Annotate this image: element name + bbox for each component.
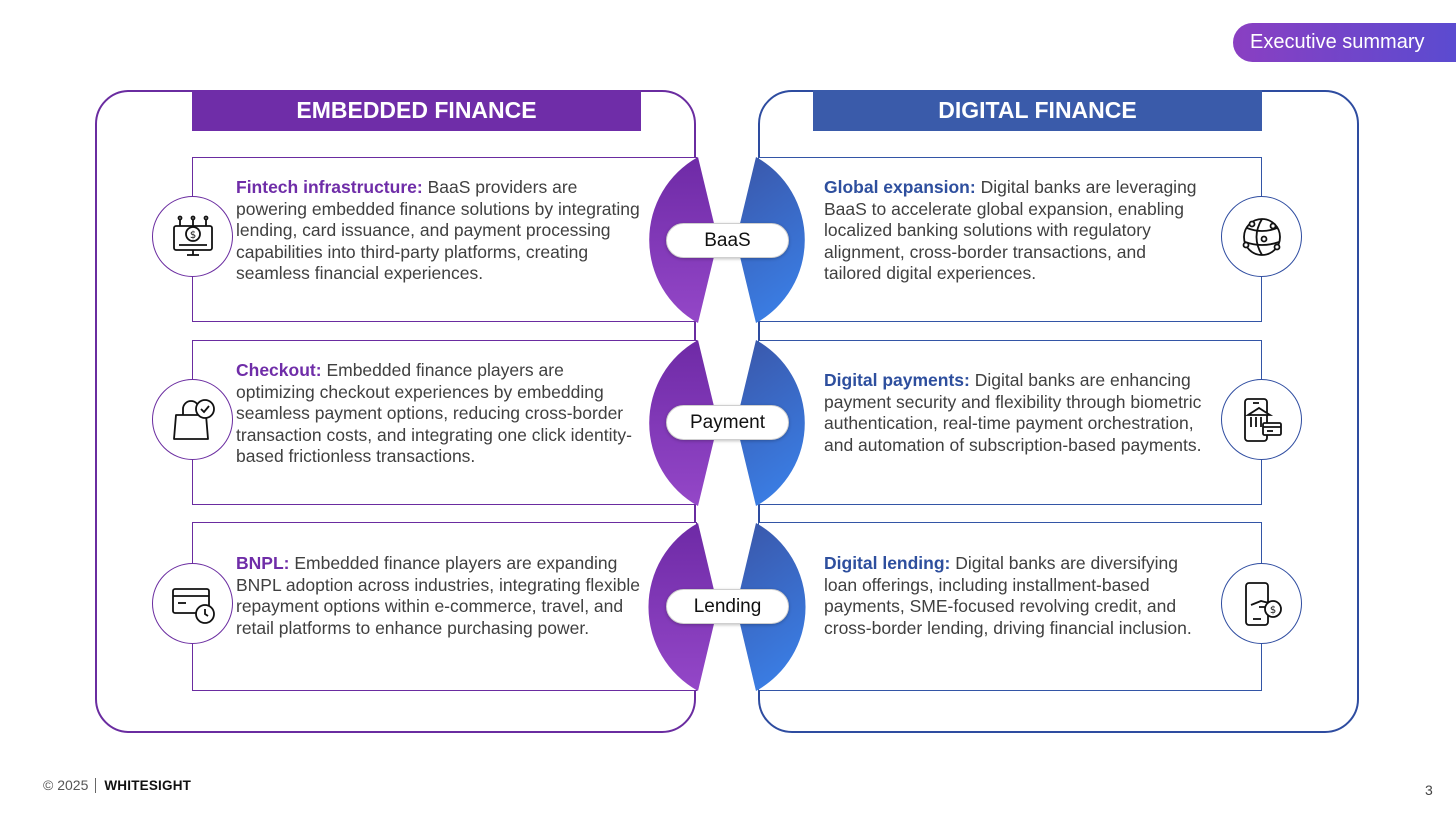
card-body: Embedded finance players are optimizing … — [236, 360, 632, 467]
card-clock-icon — [171, 587, 215, 624]
card-text: Digital payments: Digital banks are enha… — [824, 370, 1204, 456]
card-body: Embedded finance players are expanding B… — [236, 553, 641, 638]
money-monitor-icon-circle: $ — [152, 196, 233, 277]
footer: © 2025 WHITESIGHT — [43, 777, 191, 793]
mobile-loan-icon: $ — [1244, 581, 1282, 626]
digital-finance-header: DIGITAL FINANCE — [813, 90, 1262, 131]
mobile-bank-icon — [1243, 397, 1282, 442]
card-body: Digital banks are leveraging BaaS to acc… — [824, 177, 1197, 284]
embedded-finance-header: EMBEDDED FINANCE — [192, 90, 641, 131]
global-expansion-card: Global expansion: Digital banks are leve… — [758, 157, 1262, 322]
card-text: Fintech infrastructure: BaaS providers a… — [236, 177, 646, 285]
digital-lending-card: Digital lending: Digital banks are diver… — [758, 522, 1262, 691]
card-title: Global expansion: — [824, 177, 976, 197]
card-text: Digital lending: Digital banks are diver… — [824, 553, 1204, 639]
section-badge: Executive summary — [1233, 23, 1456, 62]
brand-logo: WHITESIGHT — [104, 777, 192, 793]
globe-network-icon — [1242, 217, 1281, 256]
shopping-bag-icon-circle — [152, 379, 233, 460]
money-monitor-icon: $ — [172, 215, 213, 256]
fintech-infrastructure-card: Fintech infrastructure: BaaS providers a… — [192, 157, 697, 322]
pill-lending: Lending — [666, 589, 789, 624]
card-body: BaaS providers are powering embedded fin… — [236, 177, 640, 284]
card-text: Global expansion: Digital banks are leve… — [824, 177, 1204, 285]
globe-icon-circle — [1221, 196, 1302, 277]
bnpl-card: BNPL: Embedded finance players are expan… — [192, 522, 697, 691]
card-body: Digital banks are enhancing payment secu… — [824, 370, 1202, 455]
card-title: Digital lending: — [824, 553, 951, 573]
card-clock-icon-circle — [152, 563, 233, 644]
card-title: Digital payments: — [824, 370, 970, 390]
page-number: 3 — [1425, 782, 1433, 798]
pill-payment: Payment — [666, 405, 789, 440]
card-title: Checkout: — [236, 360, 322, 380]
shopping-bag-check-icon — [172, 398, 215, 440]
copyright-text: © 2025 — [43, 777, 89, 793]
svg-text:$: $ — [1269, 605, 1275, 616]
card-body: Digital banks are diversifying loan offe… — [824, 553, 1192, 638]
checkout-card: Checkout: Embedded finance players are o… — [192, 340, 697, 505]
card-text: Checkout: Embedded finance players are o… — [236, 360, 646, 468]
svg-text:$: $ — [189, 230, 195, 241]
card-title: Fintech infrastructure: — [236, 177, 423, 197]
mobile-loan-icon-circle: $ — [1221, 563, 1302, 644]
card-text: BNPL: Embedded finance players are expan… — [236, 553, 646, 639]
card-title: BNPL: — [236, 553, 290, 573]
pill-baas: BaaS — [666, 223, 789, 258]
mobile-bank-icon-circle — [1221, 379, 1302, 460]
digital-payments-card: Digital payments: Digital banks are enha… — [758, 340, 1262, 505]
footer-divider — [95, 777, 97, 793]
